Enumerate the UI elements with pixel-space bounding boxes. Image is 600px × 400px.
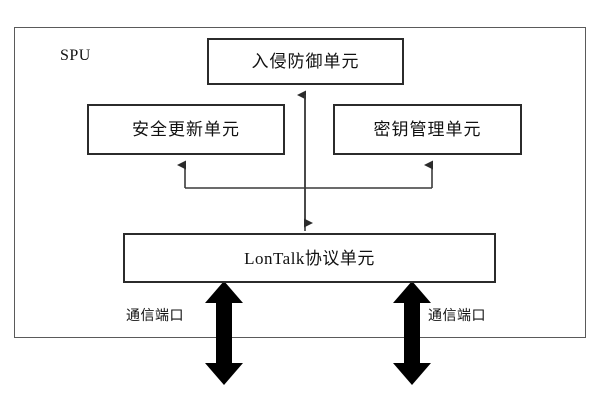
- node-security-update-unit[interactable]: 安全更新单元: [87, 104, 285, 155]
- node-label: 安全更新单元: [132, 120, 240, 139]
- communication-port-label-left: 通信端口: [126, 309, 184, 324]
- node-key-management-unit[interactable]: 密钥管理单元: [333, 104, 522, 155]
- spu-container-label: SPU: [60, 47, 91, 64]
- node-label: 入侵防御单元: [251, 52, 360, 71]
- communication-port-label-right: 通信端口: [428, 309, 486, 324]
- node-label: LonTalk协议单元: [244, 248, 375, 268]
- node-intrusion-prevention-unit[interactable]: 入侵防御单元: [207, 38, 404, 85]
- node-lontalk-protocol-unit[interactable]: LonTalk协议单元: [123, 233, 496, 283]
- node-label: 密钥管理单元: [373, 120, 482, 139]
